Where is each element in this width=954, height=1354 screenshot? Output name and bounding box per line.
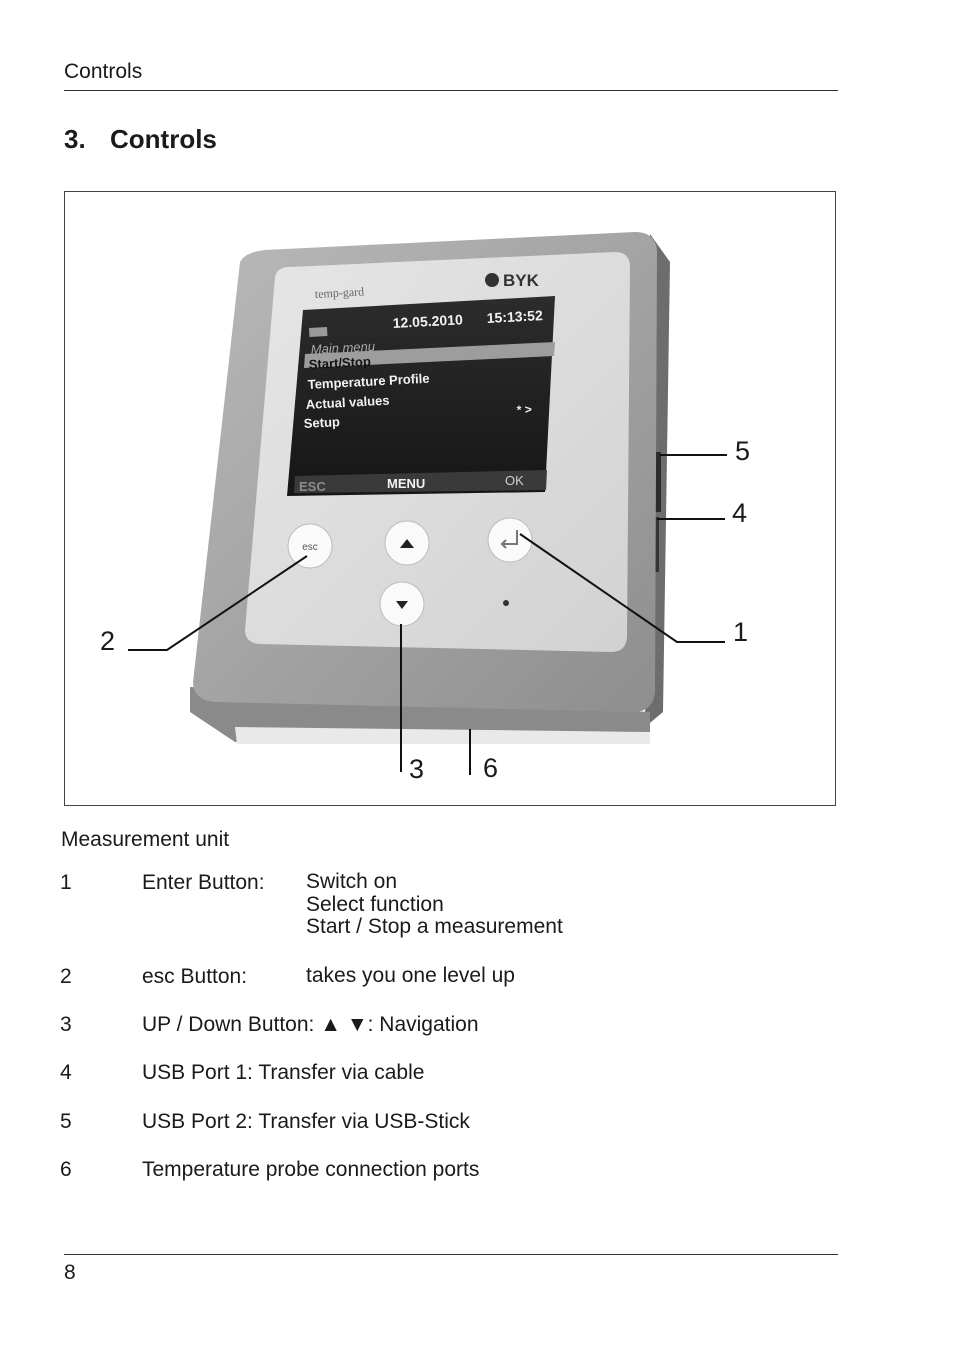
legend-number: 6 — [60, 1158, 72, 1181]
softkey-menu-label: MENU — [387, 476, 425, 491]
legend-line: Start / Stop a measurement — [306, 915, 563, 938]
down-button[interactable] — [379, 581, 425, 627]
brand-byk: BYK — [503, 271, 540, 290]
enter-arrow-icon — [500, 530, 518, 549]
legend-label: USB Port 2: Transfer via USB-Stick — [142, 1110, 470, 1133]
screen-date: 12.05.2010 — [392, 311, 463, 331]
softkey-bar — [294, 470, 547, 493]
up-arrow-icon — [400, 539, 414, 548]
figure-caption: Measurement unit — [61, 828, 230, 851]
usb-port-2 — [653, 452, 661, 512]
screen-time: 15:13:52 — [486, 307, 543, 326]
esc-button[interactable]: esc — [287, 523, 333, 569]
leader-line-1 — [519, 533, 725, 643]
legend-label: USB Port 1: Transfer via cable — [142, 1061, 425, 1084]
esc-button-label: esc — [302, 542, 318, 553]
legend-line: Switch on — [306, 870, 398, 893]
callout-1: 1 — [733, 617, 749, 647]
callout-4: 4 — [732, 498, 748, 528]
legend-line: takes you one level up — [306, 964, 515, 987]
legend-label: Temperature probe connection ports — [142, 1158, 480, 1181]
legend-line: Select function — [306, 892, 444, 916]
legend-label: UP / Down Button: ▲ ▼: Navigation — [142, 1013, 479, 1036]
screen-menu-title: Main menu — [310, 339, 375, 357]
legend-description: Switch on Select function Start / Stop a… — [306, 870, 563, 939]
legend-label: esc Button: — [142, 965, 248, 988]
screen-menu-item: Start/Stop — [308, 354, 371, 372]
softkey-esc-label: ESC — [299, 479, 326, 494]
screen-menu-item: Temperature Profile — [307, 371, 429, 392]
legend-number: 4 — [60, 1061, 72, 1084]
running-header: Controls — [64, 60, 143, 83]
legend-label: Enter Button: — [142, 871, 265, 894]
battery-icon — [309, 327, 328, 337]
page-number: 8 — [64, 1261, 76, 1284]
screen-menu-item: Actual values — [305, 393, 389, 412]
menu-selection-bar — [304, 342, 555, 368]
byk-logo-icon — [485, 273, 499, 287]
legend-description: takes you one level up — [306, 964, 515, 988]
screen-arrow-indicator: * > — [516, 402, 532, 417]
status-led — [503, 600, 509, 606]
screen-menu-item: Setup — [303, 414, 340, 431]
callout-3: 3 — [409, 754, 425, 784]
callout-6: 6 — [483, 753, 499, 783]
device-illustration: 12.05.2010 15:13:52 Main menu Start/Stop… — [128, 232, 727, 775]
legend-number: 1 — [60, 871, 72, 894]
leader-line-2 — [128, 555, 308, 651]
section-heading: Controls — [110, 124, 217, 154]
footer-rule — [64, 1254, 838, 1255]
legend-number: 5 — [60, 1110, 72, 1133]
section-number: 3. — [64, 124, 86, 154]
callout-lines — [128, 454, 727, 775]
legend-number: 2 — [60, 965, 72, 988]
enter-button[interactable] — [487, 517, 533, 563]
softkey-ok-label: OK — [505, 473, 524, 488]
callout-5: 5 — [735, 436, 751, 466]
device-bottom-highlight — [235, 727, 650, 744]
down-arrow-icon — [396, 601, 408, 609]
legend-number: 3 — [60, 1013, 72, 1036]
up-button[interactable] — [384, 520, 430, 566]
callout-2: 2 — [100, 626, 116, 656]
header-rule — [64, 90, 838, 91]
brand-temp-gard: temp-gard — [314, 284, 364, 301]
section-title: 3. Controls — [64, 124, 217, 155]
device-figure: 12.05.2010 15:13:52 Main menu Start/Stop… — [64, 191, 836, 806]
